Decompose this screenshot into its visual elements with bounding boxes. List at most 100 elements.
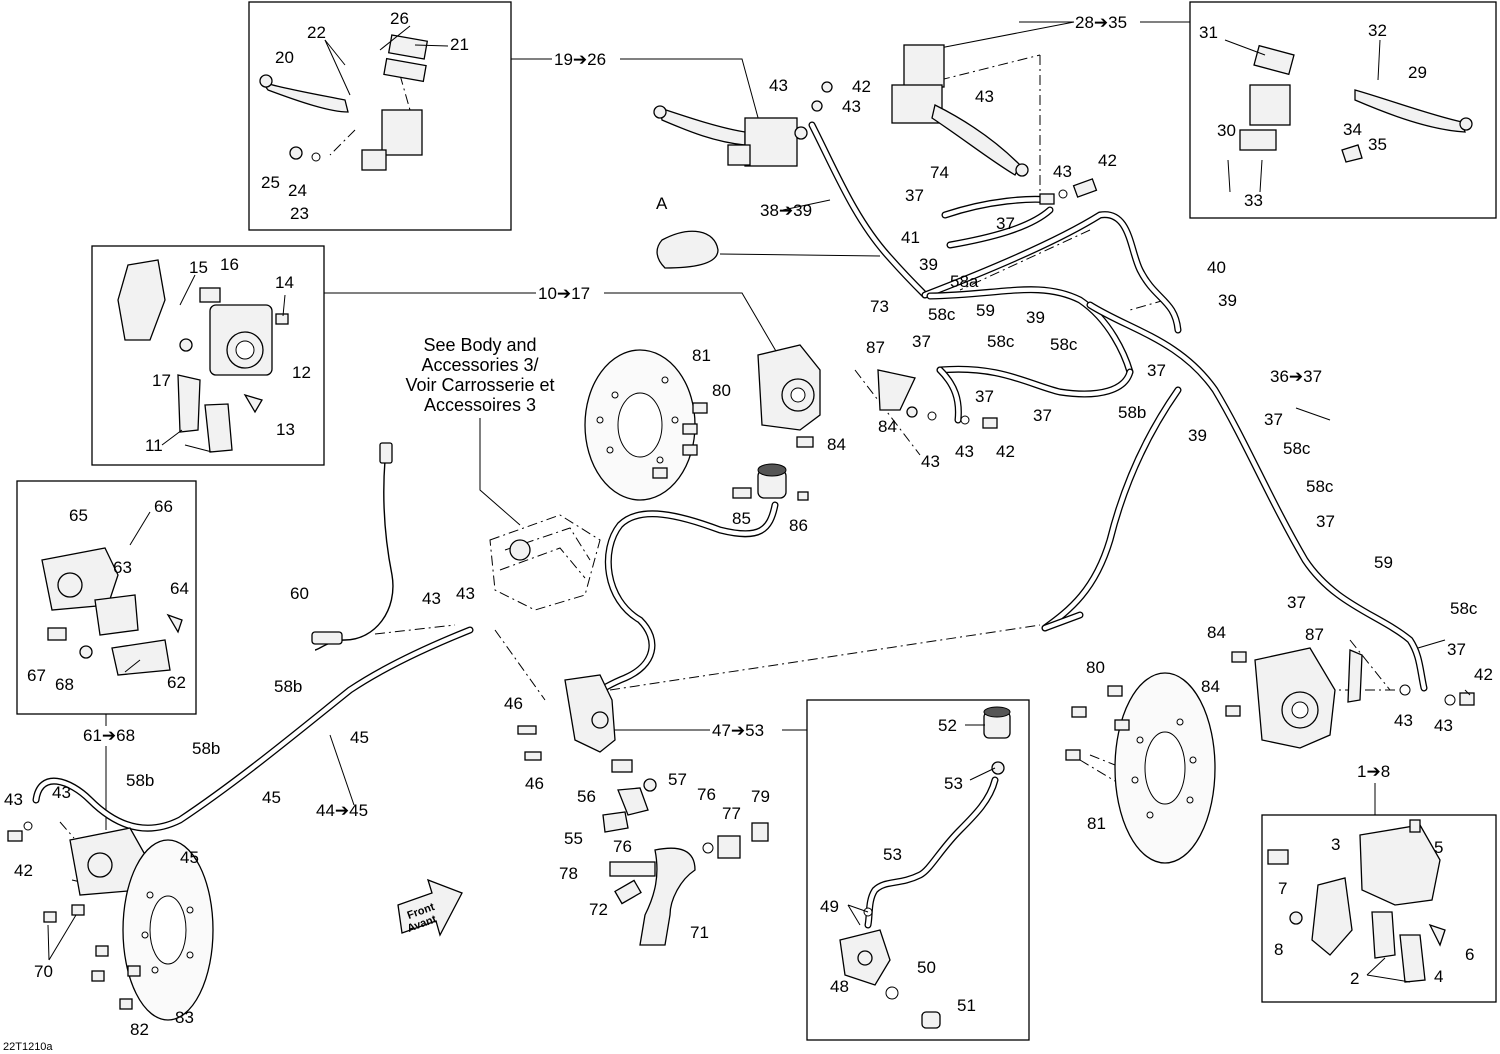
callout-71: 71 (690, 923, 709, 942)
callout-76-a: 76 (697, 785, 716, 804)
callout-2: 2 (1350, 969, 1359, 988)
fittings-top-right (1039, 178, 1098, 205)
callout-46-b: 46 (525, 774, 544, 793)
note-line-2: Accessories 3/ (421, 355, 538, 375)
inset-box-19-26 (248, 1, 512, 231)
callout-62: 62 (167, 673, 186, 692)
callout-57: 57 (668, 770, 687, 789)
callout-74: 74 (930, 163, 949, 182)
callout-37-d: 37 (1147, 361, 1166, 380)
callout-43-k: 43 (1394, 711, 1413, 730)
callout-49: 49 (820, 897, 839, 916)
callout-14: 14 (275, 273, 294, 292)
callout-68: 68 (55, 675, 74, 694)
right-master-cylinder (891, 44, 1029, 177)
callout-58a: 58a (950, 272, 979, 291)
inset-box-47-53 (806, 699, 1030, 1041)
callout-80-a: 80 (712, 381, 731, 400)
callout-45-b: 45 (262, 788, 281, 807)
callout-58c-b: 58c (987, 332, 1015, 351)
callout-37-g: 37 (1264, 410, 1283, 429)
callout-78: 78 (559, 864, 578, 883)
callout-43-l: 43 (1434, 716, 1453, 735)
callout-84-c: 84 (1207, 623, 1226, 642)
figure-code: 22T1210a (3, 1041, 53, 1053)
rear-master-cylinder (517, 674, 633, 773)
callout-42-d: 42 (14, 861, 33, 880)
callout-65: 65 (69, 506, 88, 525)
rear-caliper-exploded (1267, 819, 1446, 983)
callout-43-g: 43 (422, 589, 441, 608)
callout-39-a: 39 (919, 255, 938, 274)
callout-73: 73 (870, 297, 889, 316)
note-line-1: See Body and (423, 335, 536, 355)
callout-43-h: 43 (456, 584, 475, 603)
callout-39-d: 39 (1188, 426, 1207, 445)
callout-81-b: 81 (1087, 814, 1106, 833)
rear-left-disc (91, 839, 214, 1021)
callout-32: 32 (1368, 21, 1387, 40)
callout-82: 82 (130, 1020, 149, 1039)
callout-58c-e: 58c (1306, 477, 1334, 496)
rear-right-caliper (1225, 647, 1475, 749)
callout-42-c: 42 (996, 442, 1015, 461)
callout-58c-f: 58c (1450, 599, 1478, 618)
brake-hoses (32, 121, 1428, 929)
callout-45-c: 45 (180, 848, 199, 867)
callout-81-a: 81 (692, 346, 711, 365)
rear-left-caliper (7, 821, 149, 923)
range-47-53: 47➔53 (712, 721, 764, 740)
callout-43-e: 43 (921, 452, 940, 471)
callout-15: 15 (189, 258, 208, 277)
callout-A: A (656, 194, 668, 213)
callout-43-f: 43 (955, 442, 974, 461)
inset-box-28-35 (1189, 1, 1497, 219)
callout-70: 70 (34, 962, 53, 981)
callout-64: 64 (170, 579, 189, 598)
callout-58b-b: 58b (274, 677, 302, 696)
speed-sensor-head (311, 631, 343, 645)
callout-58b-d: 58b (126, 771, 154, 790)
callout-84-a: 84 (878, 417, 897, 436)
callout-5: 5 (1434, 838, 1443, 857)
callout-37-b: 37 (996, 214, 1015, 233)
body-accessories-block (489, 514, 601, 611)
center-bracket (877, 369, 998, 429)
callout-12: 12 (292, 363, 311, 382)
rear-brake-reservoir (732, 463, 809, 501)
range-61-68: 61➔68 (83, 726, 135, 745)
callout-43-d: 43 (1053, 162, 1072, 181)
callout-37-f: 37 (1033, 406, 1052, 425)
callout-43-b: 43 (842, 97, 861, 116)
callout-13: 13 (276, 420, 295, 439)
callout-63: 63 (113, 558, 132, 577)
callout-31: 31 (1199, 23, 1218, 42)
callout-46-a: 46 (504, 694, 523, 713)
callout-39-b: 39 (1026, 308, 1045, 327)
callout-3: 3 (1331, 835, 1340, 854)
left-master-cylinder (653, 81, 833, 167)
callout-42-e: 42 (1474, 665, 1493, 684)
callout-59-a: 59 (976, 301, 995, 320)
callout-56: 56 (577, 787, 596, 806)
callout-72: 72 (589, 900, 608, 919)
callout-84-d: 84 (1201, 677, 1220, 696)
handlebar-master-cylinder-exploded-2 (1239, 44, 1473, 163)
note-line-3: Voir Carrosserie et (405, 375, 554, 395)
callouts: 22 26 21 20 25 24 23 43 42 43 43 A 74 37… (4, 9, 1493, 1039)
callout-60: 60 (290, 584, 309, 603)
callout-53-b: 53 (883, 845, 902, 864)
callout-35: 35 (1368, 135, 1387, 154)
callout-37-i: 37 (1287, 593, 1306, 612)
callout-58b-c: 58b (192, 739, 220, 758)
callout-87-b: 87 (1305, 625, 1324, 644)
hose-clip-a (656, 230, 719, 269)
speed-sensor-connector (379, 442, 393, 464)
inset-box-1-8 (1261, 814, 1497, 1003)
front-arrow (397, 878, 463, 937)
callout-84-b: 84 (827, 435, 846, 454)
callout-42-a: 42 (852, 77, 871, 96)
handlebar-master-cylinder-exploded (259, 34, 429, 171)
inset-box-10-17 (91, 245, 325, 466)
